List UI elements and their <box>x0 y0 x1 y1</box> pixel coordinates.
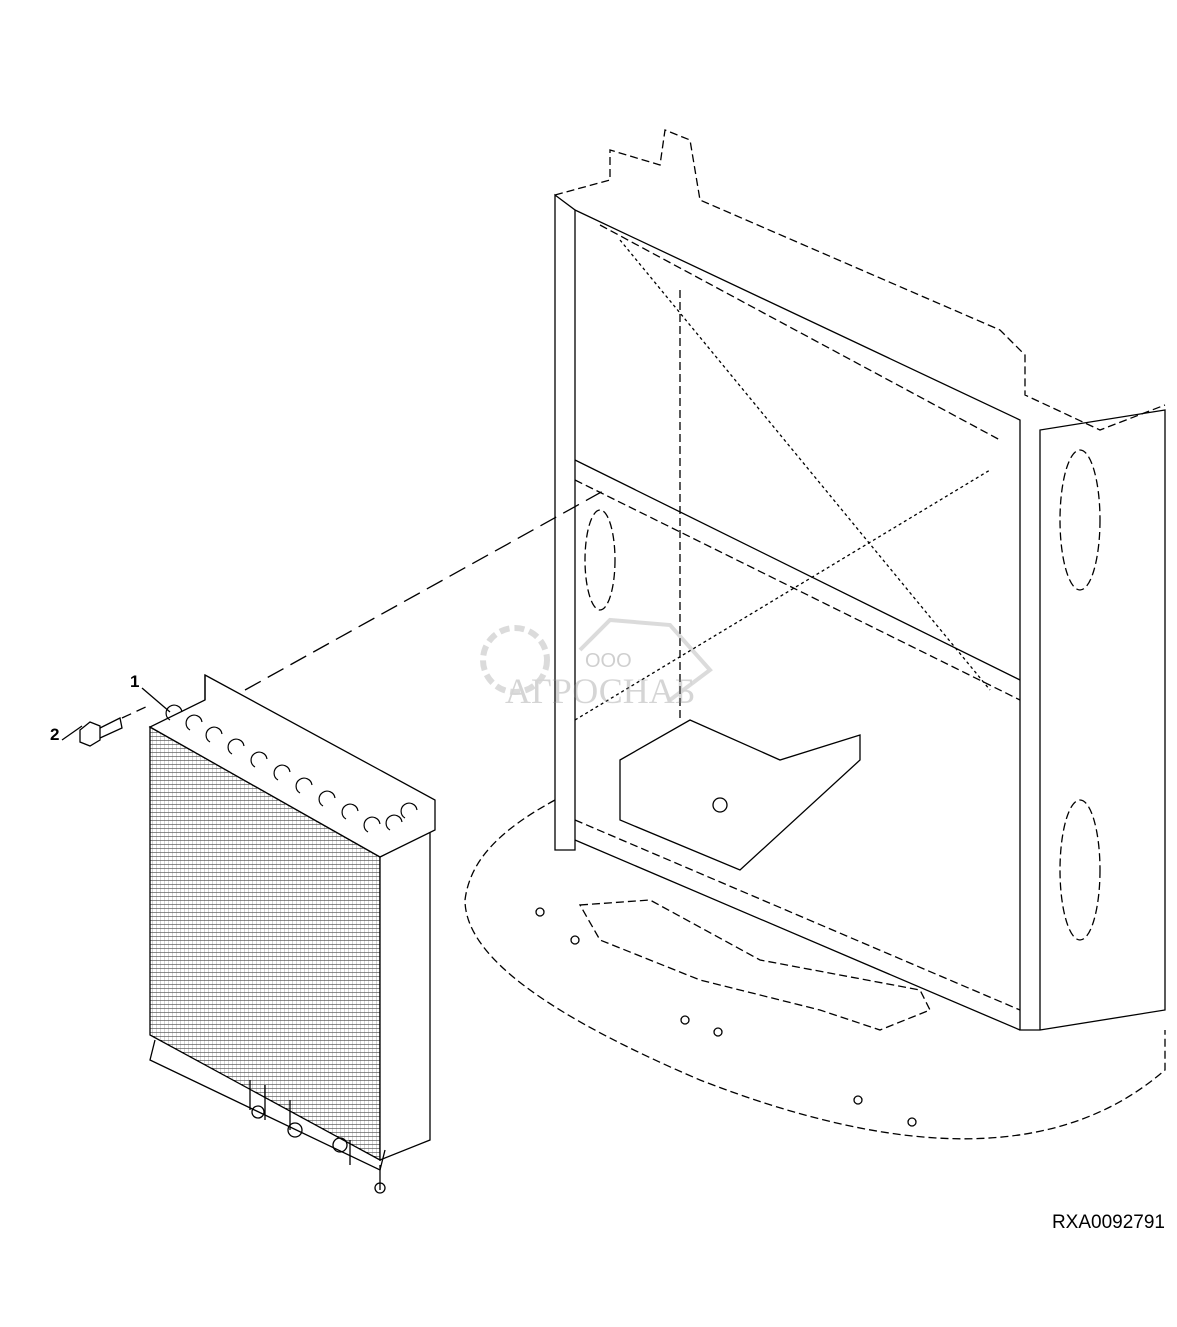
cab-frame <box>464 129 1166 1140</box>
alignment-line <box>244 489 606 691</box>
callout-1: 1 <box>130 672 140 691</box>
bolt-alignment-line <box>121 704 151 719</box>
watermark-logo: ООО АГРОСНАБ <box>470 600 720 720</box>
watermark-name: АГРОСНАБ <box>505 671 696 711</box>
figure-code: RXA0092791 <box>1051 1212 1165 1233</box>
callout-2: 2 <box>50 725 60 744</box>
watermark-prefix: ООО <box>585 650 632 672</box>
callout-2-leader <box>61 725 83 741</box>
callout-1-leader <box>141 687 171 713</box>
condenser <box>148 673 436 1194</box>
bolt <box>79 717 123 747</box>
